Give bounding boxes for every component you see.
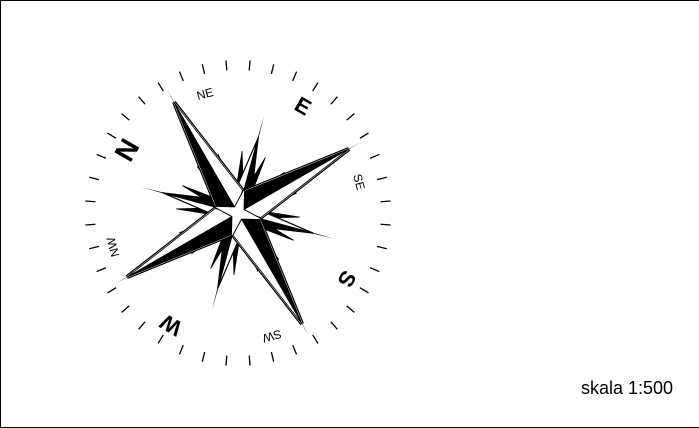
compass-tick	[377, 246, 387, 248]
compass-tick	[249, 60, 250, 70]
compass-tick	[122, 114, 130, 120]
compass-label-northeast: NE	[195, 85, 215, 103]
compass-tick	[89, 246, 99, 248]
compass-tick	[347, 306, 355, 312]
compass-label-west: W	[156, 309, 187, 341]
compass-tick	[381, 201, 391, 202]
compass-label-southwest: SW	[260, 327, 283, 346]
compass-tick	[97, 268, 106, 272]
scale-label: skala 1:500	[581, 378, 673, 399]
compass-tick	[293, 72, 297, 81]
compass-tick	[249, 356, 250, 366]
compass-tick	[226, 356, 227, 366]
compass-tick	[271, 352, 273, 362]
compass-tick	[331, 322, 337, 330]
compass-tick	[202, 64, 204, 74]
compass-tick	[271, 64, 273, 74]
compass-tick	[179, 345, 183, 354]
compass-tick	[226, 60, 227, 70]
compass-tick	[108, 288, 117, 293]
compass-tick	[377, 177, 387, 179]
compass-label-southeast: SE	[350, 172, 368, 191]
compass-tick	[85, 201, 95, 202]
compass-tick	[370, 154, 379, 158]
compass-label-northwest: NW	[103, 235, 122, 259]
compass-tick	[158, 83, 163, 92]
compass-tick	[381, 224, 391, 225]
compass-tick	[360, 133, 369, 138]
compass-tick	[97, 154, 106, 158]
compass-tick	[158, 335, 163, 344]
compass-tick	[347, 114, 355, 120]
compass-tick	[331, 97, 337, 105]
compass-label-north: N	[109, 133, 146, 166]
compass-tick	[313, 335, 318, 344]
compass-star	[127, 102, 349, 324]
compass-tick	[370, 268, 379, 272]
compass-tick	[202, 352, 204, 362]
compass-tick	[179, 72, 183, 81]
compass-tick	[89, 177, 99, 179]
compass-tick	[122, 306, 130, 312]
compass-label-south: S	[333, 266, 362, 291]
compass-tick	[139, 97, 145, 105]
compass-tick	[293, 345, 297, 354]
compass-tick	[313, 83, 318, 92]
compass-tick	[139, 322, 145, 330]
compass-tick	[360, 288, 369, 293]
compass-label-east: E	[290, 92, 315, 121]
compass-tick	[85, 224, 95, 225]
compass-tick	[108, 133, 117, 138]
